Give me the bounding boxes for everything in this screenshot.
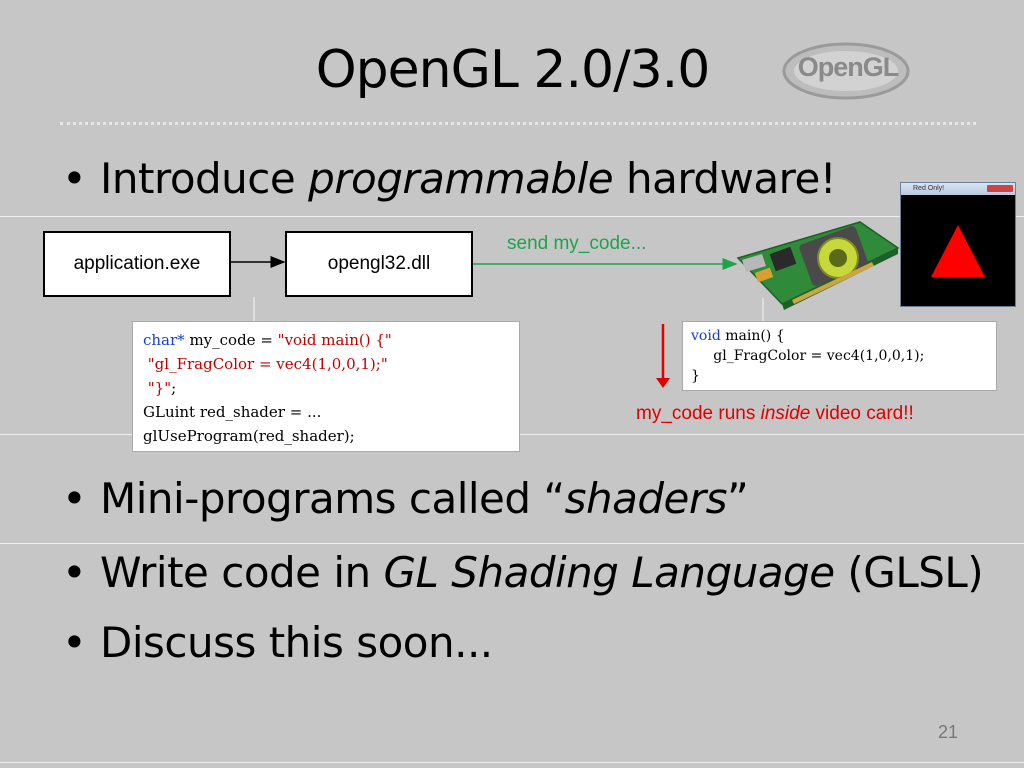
code-string: "gl_FragColor = vec4(1,0,0,1);" bbox=[143, 355, 388, 373]
runs-down-arrow-head bbox=[656, 378, 670, 388]
band-line bbox=[0, 762, 1024, 763]
code-text: glUseProgram(red_shader); bbox=[143, 427, 355, 445]
band-line bbox=[0, 216, 1024, 217]
application-exe-box: application.exe bbox=[43, 231, 231, 297]
bullet-text: hardware! bbox=[613, 154, 837, 203]
bullet-text: Introduce bbox=[100, 154, 309, 203]
opengl32-dll-box: opengl32.dll bbox=[285, 231, 473, 297]
red-triangle-render bbox=[931, 225, 985, 277]
bullet-emphasis: shaders bbox=[564, 474, 728, 523]
code-text: gl_FragColor = vec4(1,0,0,1); bbox=[691, 348, 925, 364]
host-code-block: char* my_code = "void main() {" "gl_Frag… bbox=[132, 321, 520, 452]
code-string: "}" bbox=[143, 379, 172, 397]
runs-text: my_code runs bbox=[636, 403, 761, 424]
red-triangle bbox=[931, 225, 985, 277]
bullet-text: Discuss this soon... bbox=[100, 618, 493, 667]
bullet-item: • Write code in GL Shading Language (GLSL… bbox=[62, 548, 984, 597]
bullet-item: • Discuss this soon... bbox=[62, 618, 493, 667]
bullet-text: ” bbox=[727, 474, 749, 523]
slide-title: OpenGL 2.0/3.0 bbox=[315, 40, 711, 100]
runs-emphasis: inside bbox=[760, 403, 811, 424]
bullet-dot: • bbox=[62, 474, 87, 523]
opengl-logo-text: OpenGL bbox=[797, 52, 900, 82]
code-keyword: void bbox=[691, 328, 721, 344]
window-title: Red Only! bbox=[913, 185, 945, 192]
bullet-text: (GLSL) bbox=[834, 548, 984, 597]
code-keyword: char* bbox=[143, 331, 185, 349]
bullet-item: • Introduce programmable hardware! bbox=[62, 154, 837, 203]
shader-code-block: void main() { gl_FragColor = vec4(1,0,0,… bbox=[682, 321, 997, 391]
runs-inside-label: my_code runs inside video card!! bbox=[636, 403, 914, 425]
bullet-emphasis: GL Shading Language bbox=[383, 548, 836, 597]
bullet-dot: • bbox=[62, 548, 87, 597]
code-string: "void main() {" bbox=[277, 331, 392, 349]
code-text: } bbox=[691, 368, 700, 384]
red-only-window: Red Only! bbox=[900, 182, 1016, 307]
bullet-dot: • bbox=[62, 618, 87, 667]
band-line bbox=[0, 543, 1024, 544]
code-text: my_code = bbox=[184, 331, 278, 349]
code-text: ; bbox=[171, 379, 177, 397]
bullet-dot: • bbox=[62, 154, 87, 203]
bullet-text: Write code in bbox=[100, 548, 384, 597]
bullet-item: • Mini-programs called “shaders” bbox=[62, 474, 749, 523]
bullet-text: Mini-programs called “ bbox=[100, 474, 565, 523]
video-card-image bbox=[736, 221, 900, 310]
code-text: main() { bbox=[720, 328, 785, 344]
opengl-logo bbox=[782, 42, 910, 100]
window-titlebar: Red Only! bbox=[901, 183, 1015, 195]
code-text: GLuint red_shader = ... bbox=[143, 403, 322, 421]
page-number: 21 bbox=[938, 722, 959, 742]
window-controls-icon[interactable] bbox=[987, 185, 1013, 192]
bullet-emphasis: programmable bbox=[308, 154, 614, 203]
title-divider bbox=[60, 122, 976, 125]
send-code-label: send my_code... bbox=[507, 233, 647, 254]
runs-text: video card!! bbox=[810, 403, 914, 424]
